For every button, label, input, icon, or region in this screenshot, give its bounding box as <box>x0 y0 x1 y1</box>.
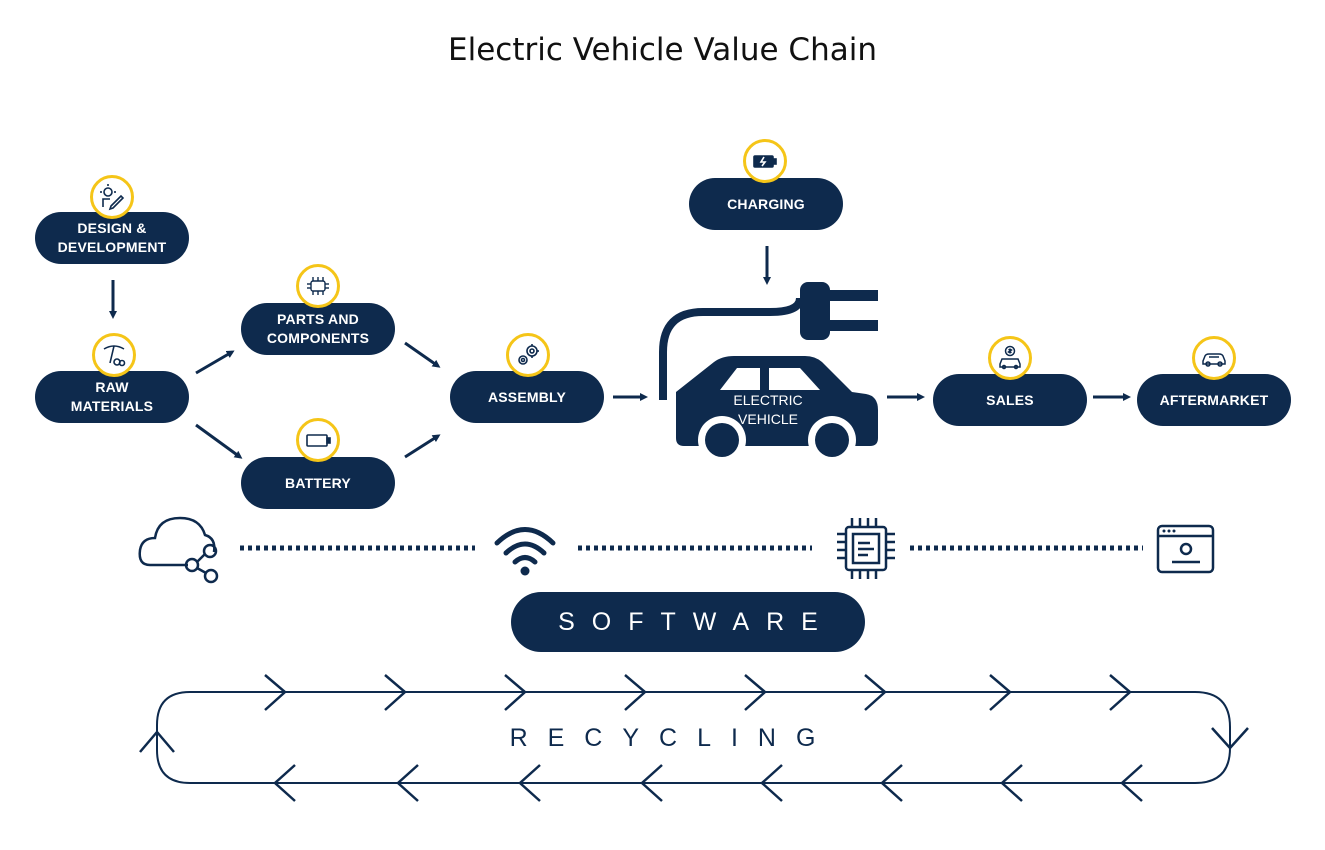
battery-charging-icon <box>743 139 787 183</box>
design-development-node: DESIGN & DEVELOPMENT <box>35 212 189 264</box>
wifi-icon <box>494 527 556 565</box>
recycling-loop <box>156 691 1231 784</box>
browser-gear-icon <box>1156 524 1215 574</box>
arrow-parts-assembly <box>404 341 441 368</box>
assembly-node: ASSEMBLY <box>450 371 604 423</box>
aftermarket-label: AFTERMARKET <box>1159 391 1269 408</box>
raw-materials-label: RAW MATERIALS <box>70 379 154 414</box>
chip-icon <box>296 264 340 308</box>
recycling-arrows-bottom <box>273 764 1143 802</box>
assembly-label: ASSEMBLY <box>487 388 567 405</box>
wifi-dot <box>520 566 530 576</box>
gears-icon <box>506 333 550 377</box>
sales-node: SALES <box>933 374 1087 426</box>
lightbulb-pencil-icon <box>90 175 134 219</box>
arrow-battery-assembly <box>404 434 441 459</box>
parts-components-node: PARTS AND COMPONENTS <box>241 303 395 355</box>
diagram-title: Electric Vehicle Value Chain <box>448 32 877 68</box>
arrow-raw-battery <box>195 423 243 459</box>
charging-node: CHARGING <box>689 178 843 230</box>
design-development-label: DESIGN & DEVELOPMENT <box>57 220 167 255</box>
electric-vehicle-graphic <box>659 282 878 464</box>
aftermarket-node: AFTERMARKET <box>1137 374 1291 426</box>
car-outline-icon <box>1192 336 1236 380</box>
electric-vehicle-label: ELECTRIC VEHICLE <box>733 392 803 427</box>
processor-icon <box>837 518 895 579</box>
software-label: SOFTWARE <box>558 607 835 636</box>
arrow-raw-parts <box>195 350 235 375</box>
battery-icon <box>296 418 340 462</box>
recycling-text: RECYCLING <box>509 724 836 752</box>
charging-label: CHARGING <box>727 195 805 212</box>
cloud-share-icon <box>138 516 219 584</box>
battery-label: BATTERY <box>285 474 351 491</box>
sales-label: SALES <box>986 391 1034 408</box>
parts-components-label: PARTS AND COMPONENTS <box>266 311 370 346</box>
recycling-label: RECYCLING <box>0 724 1325 753</box>
recycling-arrows-top <box>264 674 1132 711</box>
pickaxe-icon <box>92 333 136 377</box>
car-dollar-icon <box>988 336 1032 380</box>
software-banner: SOFTWARE <box>511 592 865 652</box>
battery-node: BATTERY <box>241 457 395 509</box>
raw-materials-node: RAW MATERIALS <box>35 371 189 423</box>
recycling-arrows-sides <box>139 727 1249 753</box>
